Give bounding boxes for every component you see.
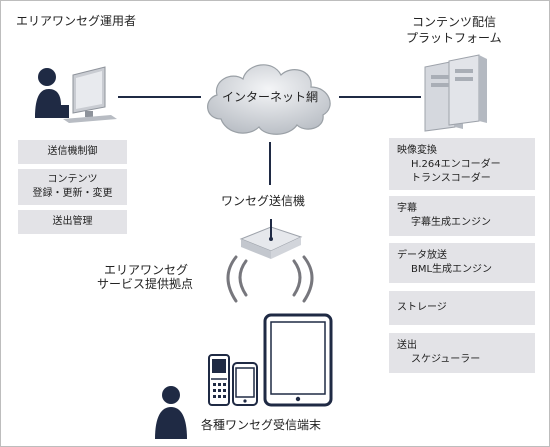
server-icon bbox=[424, 54, 487, 132]
platform-function-head: ストレージ bbox=[397, 302, 447, 313]
transmitter-device-icon bbox=[239, 219, 303, 259]
operator-function-box: 送信機制御 bbox=[18, 140, 127, 164]
operator-function-text: 送信機制御 bbox=[47, 146, 98, 157]
platform-function-box: 映像変換 H.264エンコーダー トランスコーダー bbox=[389, 138, 535, 190]
network-label: インターネット網 bbox=[221, 90, 318, 104]
platform-title-line1: コンテンツ配信 bbox=[412, 15, 497, 29]
operator-function-text: 送出管理 bbox=[52, 216, 93, 227]
platform-function-head: データ放送 bbox=[397, 250, 447, 261]
receivers-label: 各種ワンセグ受信端末 bbox=[201, 418, 322, 432]
signal-waves-icon bbox=[226, 255, 314, 303]
platform-function-head: 字幕 bbox=[397, 203, 417, 214]
platform-function-sub: BML生成エンジン bbox=[411, 264, 493, 275]
smartphone-icon bbox=[232, 362, 258, 406]
platform-function-box: ストレージ bbox=[389, 291, 535, 325]
operator-pc-icon bbox=[35, 66, 117, 123]
platform-function-head: 映像変換 bbox=[397, 145, 437, 156]
operator-function-text: コンテンツ bbox=[47, 174, 98, 185]
operator-title: エリアワンセグ運用者 bbox=[16, 14, 137, 28]
operator-function-text: 登録・更新・変更 bbox=[32, 188, 113, 199]
platform-function-sub: 字幕生成エンジン bbox=[411, 217, 491, 228]
platform-function-sub: トランスコーダー bbox=[411, 173, 491, 184]
platform-function-head: 送出 bbox=[397, 340, 417, 351]
tablet-icon bbox=[263, 313, 333, 407]
platform-function-box: 字幕 字幕生成エンジン bbox=[389, 196, 535, 236]
user-person-icon bbox=[155, 386, 187, 439]
platform-function-sub: H.264エンコーダー bbox=[411, 159, 501, 170]
platform-function-sub: スケジューラー bbox=[411, 354, 481, 365]
service-point-line1: エリアワンセグ bbox=[104, 263, 189, 277]
platform-function-box: データ放送 BML生成エンジン bbox=[389, 243, 535, 283]
operator-function-box: コンテンツ 登録・更新・変更 bbox=[18, 169, 127, 205]
platform-function-box: 送出 スケジューラー bbox=[389, 333, 535, 373]
platform-title-line2: プラットフォーム bbox=[406, 31, 502, 45]
cloud-icon bbox=[207, 64, 331, 135]
transmitter-label: ワンセグ送信機 bbox=[221, 194, 306, 208]
feature-phone-icon bbox=[208, 354, 230, 406]
service-point-line2: サービス提供拠点 bbox=[97, 277, 194, 291]
operator-function-box: 送出管理 bbox=[18, 210, 127, 234]
